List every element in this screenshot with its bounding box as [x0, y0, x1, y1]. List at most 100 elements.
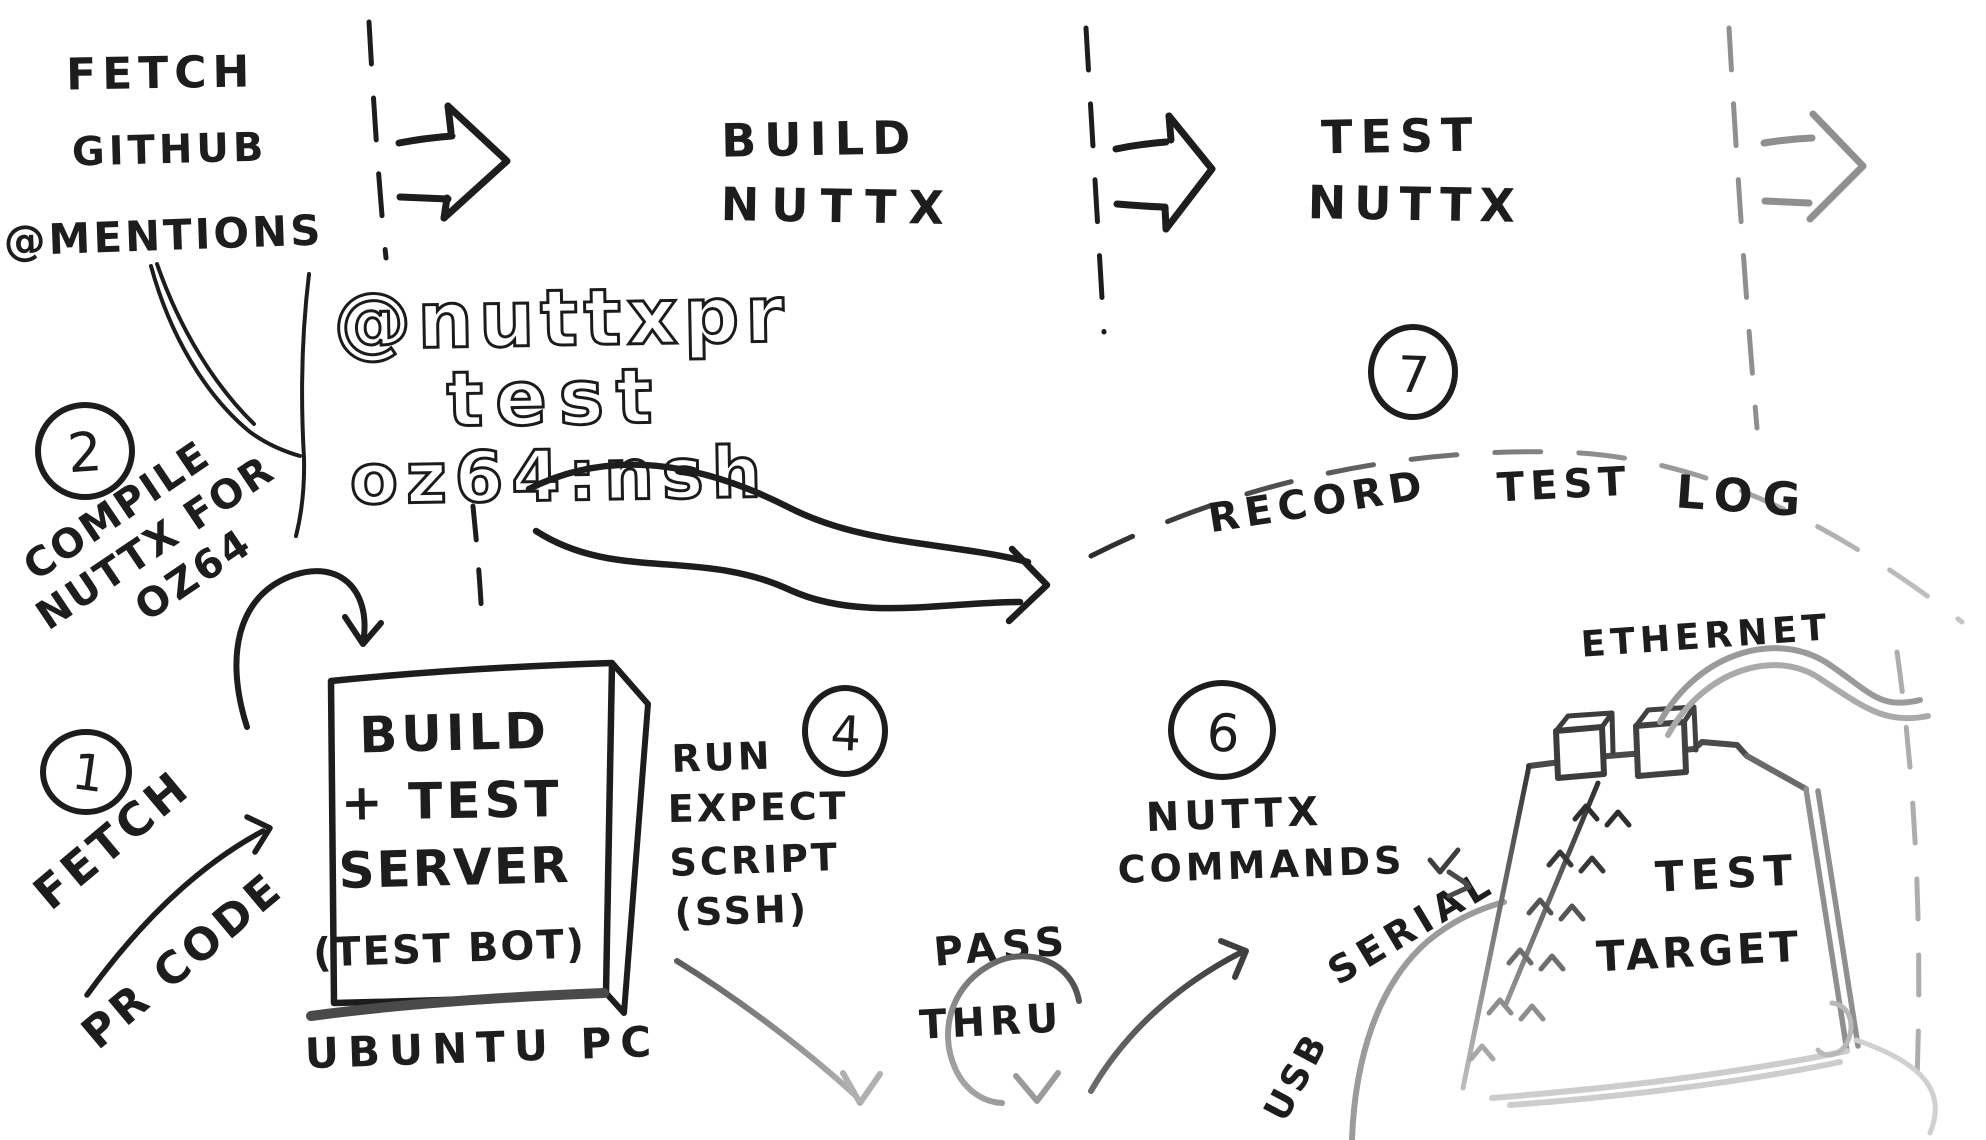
- stage-dividers: [366, 19, 1922, 1107]
- arrow-to-step-six-head: [1218, 938, 1249, 980]
- pass-thru: PASS THRU: [674, 918, 1082, 1106]
- step-seven-label1: RECORD: [1205, 462, 1431, 542]
- step-six-number: 6: [1205, 703, 1242, 765]
- board-topright-edge: [1744, 753, 1809, 792]
- wavy-line-bottom: [532, 527, 1024, 612]
- server-down-arrow: [674, 958, 859, 1099]
- connector-swoosh: [149, 264, 302, 458]
- test-target-board: TEST TARGET: [1427, 704, 1938, 1136]
- stage-arrow-1: [395, 102, 511, 222]
- pin-mark: [1427, 847, 1461, 875]
- divider-line-3-lower: [1894, 649, 1922, 1107]
- arrow-to-step-six: [1088, 950, 1243, 1094]
- compile-loop-arrowhead: [342, 614, 384, 647]
- usb-serial: SERIAL USB: [1257, 860, 1507, 1140]
- pass-thru-line2: THRU: [918, 995, 1064, 1048]
- stage-test-line2: NUTTX: [1307, 175, 1523, 233]
- pin-mark: [1468, 1043, 1496, 1062]
- step-seven: 7 RECORD TEST LOG: [1088, 324, 1965, 625]
- step-four-label2: EXPECT: [667, 784, 849, 831]
- connector-2-front: [1633, 719, 1689, 779]
- step-seven-label3: LOG: [1674, 464, 1812, 527]
- server-machine-label: UBUNTU PC: [304, 1017, 661, 1078]
- mention-connector: [149, 262, 311, 538]
- server-underline: [306, 988, 609, 1021]
- command-line2: test: [446, 351, 665, 444]
- arrow-shaft: [1112, 138, 1170, 153]
- usb-label: USB: [1257, 1025, 1338, 1128]
- arrow-head-stub: [1161, 112, 1175, 233]
- step-six: 6 NUTTX COMMANDS: [1088, 680, 1406, 1094]
- board-label-line2: TARGET: [1595, 922, 1803, 982]
- ethernet: ETHERNET: [1580, 607, 1931, 738]
- step-one-label2: PR CODE: [72, 862, 293, 1059]
- step-four-label4: (SSH): [674, 886, 810, 935]
- divider-line-1: [366, 19, 389, 261]
- board-connectors: [1553, 704, 1699, 781]
- ethernet-cable-2: [1665, 662, 1931, 738]
- wavy-arrowhead: [1005, 545, 1051, 625]
- stage-test-line1: TEST: [1321, 108, 1481, 165]
- compile-loop-arrow: [233, 568, 368, 730]
- connector-1-top: [1553, 710, 1616, 755]
- arrow-shaft: [1760, 134, 1816, 147]
- serial-cable: [1349, 899, 1507, 1140]
- step-seven-number: 7: [1397, 345, 1431, 404]
- log-flow-arrow: [525, 461, 1051, 625]
- divider-line-2: [1083, 25, 1107, 335]
- ethernet-label: ETHERNET: [1580, 607, 1833, 665]
- pin-mark: [1546, 849, 1574, 868]
- server-line1: BUILD: [358, 702, 550, 765]
- step-seven-label2: TEST: [1496, 459, 1633, 512]
- stage-fetch-line2: GITHUB: [71, 124, 268, 175]
- divider-line-3: [1726, 25, 1760, 431]
- server-line3: SERVER: [338, 836, 571, 900]
- connector-swoosh: [155, 262, 256, 426]
- step-six-label1: NUTTX: [1145, 789, 1324, 841]
- ethernet-cable: [1657, 645, 1923, 725]
- stage-build-line1: BUILD: [721, 110, 919, 167]
- server-down-arrowhead: [840, 1070, 883, 1106]
- stage-arrow-2: [1112, 112, 1216, 233]
- pin-mark: [1518, 1003, 1546, 1022]
- arrow-head: [1162, 112, 1216, 233]
- wavy-line-top: [525, 461, 1032, 566]
- step-six-circle: [1168, 680, 1276, 780]
- arrow-shaft: [395, 132, 456, 147]
- connector-1-front: [1553, 724, 1607, 781]
- board-right-edge: [1803, 786, 1861, 1054]
- step-six-label2: COMMANDS: [1117, 838, 1406, 892]
- stage-build-line2: NUTTX: [720, 177, 956, 235]
- fetch-pr-arrowhead: [244, 814, 273, 855]
- board-bottom-edge: [1489, 1048, 1850, 1108]
- step-one-number: 1: [69, 742, 109, 804]
- divider-line-1-lower: [470, 503, 485, 623]
- server-line4: (TEST BOT): [312, 921, 586, 976]
- server-box: BUILD + TEST SERVER (TEST BOT) UBUNTU PC: [304, 659, 661, 1078]
- pin-mark: [1526, 897, 1554, 916]
- connector-stroke: [294, 272, 311, 538]
- arrow-shaft: [396, 193, 452, 203]
- step-four-label3: SCRIPT: [669, 835, 841, 885]
- step-one-circle: [40, 729, 132, 815]
- stage-build-heading: BUILD NUTTX: [720, 110, 956, 235]
- board-stand-curve: [1815, 1000, 1854, 1058]
- server-box-flap: [603, 661, 651, 1016]
- pin-mark: [1506, 947, 1534, 966]
- pin-mark: [1538, 953, 1566, 972]
- arrow-shaft: [1761, 197, 1813, 207]
- pin-mark: [1446, 869, 1472, 899]
- step-one: 1 FETCH PR CODE: [23, 729, 293, 1059]
- pass-thru-loop-arrowhead: [1013, 1070, 1061, 1104]
- arrow-head: [1806, 110, 1867, 223]
- command-line1: @nuttxpr: [333, 270, 791, 368]
- arrow-shaft: [1113, 200, 1167, 211]
- stage-test-heading: TEST NUTTX: [1307, 108, 1523, 233]
- board-pin-row: [1503, 780, 1601, 1007]
- step-two-circle: [35, 402, 135, 500]
- step-two: 2 COMPILE NUTTX FOR OZ64: [15, 402, 384, 730]
- pin-marks: [1427, 803, 1632, 1062]
- pin-mark: [1578, 855, 1606, 874]
- board-stand-curve-2: [1853, 1037, 1938, 1136]
